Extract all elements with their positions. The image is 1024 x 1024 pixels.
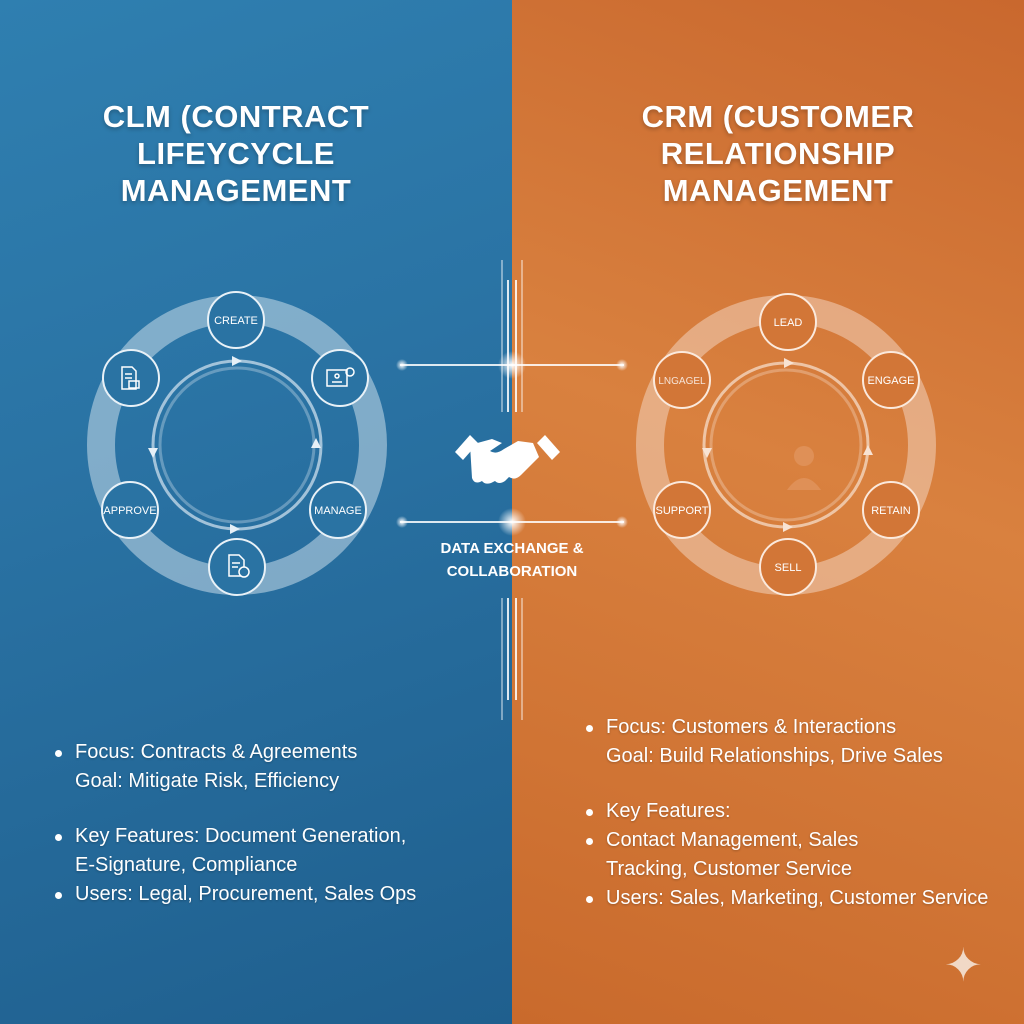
bullet-item: Key Features: <box>586 797 988 826</box>
bullet-item: Users: Legal, Procurement, Sales Ops <box>55 880 416 909</box>
cycle-node-sell[interactable]: SELL <box>759 538 817 596</box>
clm-panel <box>0 0 512 1024</box>
arrow-head-icon <box>702 448 712 458</box>
crm-bullet-list: Focus: Customers & Interactions Goal: Bu… <box>586 713 988 913</box>
cycle-node-engage[interactable]: ENGAGE <box>862 351 920 409</box>
bullet-item-continued: Goal: Mitigate Risk, Efficiency <box>75 770 340 792</box>
clm-title-line: CLM (CONTRACT <box>102 99 370 134</box>
crm-panel <box>512 0 1024 1024</box>
node-label: APPROVE <box>103 505 156 517</box>
cycle-node-retain[interactable]: RETAIN <box>862 481 920 539</box>
crm-title-line: CRM (CUSTOMER <box>641 99 915 134</box>
crm-title-line: RELATIONSHIP <box>660 136 896 171</box>
bullet-item: Focus: Customers & Interactions <box>586 713 988 742</box>
bullet-item: Contact Management, Sales <box>586 826 988 855</box>
center-label-line: COLLABORATION <box>446 563 578 580</box>
cycle-inner-ring <box>158 366 316 524</box>
cycle-arrow-ring <box>151 359 323 531</box>
glow-point <box>498 508 526 536</box>
clm-bullet-list: Focus: Contracts & Agreements Goal: Miti… <box>55 738 416 909</box>
bullet-item: Focus: Contracts & Agreements <box>55 738 416 767</box>
arrow-head-icon <box>863 445 873 455</box>
node-label: MANAGE <box>314 505 362 517</box>
node-label: CREATE <box>214 315 258 327</box>
bullet-item-continued: Tracking, Customer Service <box>606 858 852 880</box>
bullet-item: Key Features: Document Generation, <box>55 822 416 851</box>
glow-point <box>616 359 628 371</box>
sparkle-icon: ✦ <box>944 939 983 991</box>
clm-title: CLM (CONTRACT LIFEYCYCLE MANAGEMENT <box>0 98 492 209</box>
node-label: LNGAGEL <box>658 376 706 387</box>
cycle-node-create[interactable]: CREATE <box>207 291 265 349</box>
arrow-head-icon <box>232 356 242 366</box>
glow-point <box>396 516 408 528</box>
cycle-node-approve[interactable]: APPROVE <box>101 481 159 539</box>
cycle-node-signing[interactable] <box>311 349 369 407</box>
clm-cycle: CREATE MANAGE APPROVE <box>87 291 387 596</box>
clm-title-line: MANAGEMENT <box>120 173 352 208</box>
bullet-item-continued: Goal: Build Relationships, Drive Sales <box>606 745 943 767</box>
handshake-icon <box>455 435 560 484</box>
arrow-head-icon <box>784 358 794 368</box>
node-label: SUPPORT <box>656 505 709 517</box>
crm-title: CRM (CUSTOMER RELATIONSHIP MANAGEMENT <box>522 98 1024 209</box>
person-icon <box>787 446 821 490</box>
arrow-head-icon <box>148 448 158 458</box>
bullet-item: Users: Sales, Marketing, Customer Servic… <box>586 884 988 913</box>
cycle-node-invoice[interactable] <box>208 538 266 596</box>
node-label: ENGAGE <box>867 375 914 387</box>
center-label-line: DATA EXCHANGE & <box>440 540 584 557</box>
connector-lines <box>400 260 624 720</box>
arrow-head-icon <box>311 438 321 448</box>
cycle-node-document[interactable] <box>102 349 160 407</box>
arrow-head-icon <box>230 524 240 534</box>
crm-title-line: MANAGEMENT <box>662 173 894 208</box>
data-exchange-label: DATA EXCHANGE & COLLABORATION <box>412 537 612 583</box>
node-label: SELL <box>775 562 802 574</box>
document-form-icon <box>121 366 140 390</box>
glow-point <box>498 351 526 379</box>
cycle-arrow-ring <box>702 361 870 529</box>
clm-title-line: LIFEYCYCLE <box>137 136 335 171</box>
node-label: LEAD <box>774 317 803 329</box>
cycle-node-support[interactable]: SUPPORT <box>653 481 711 539</box>
glow-point <box>396 359 408 371</box>
cycle-node-lead[interactable]: LEAD <box>759 293 817 351</box>
bullet-item-continued: E-Signature, Compliance <box>75 854 298 876</box>
crm-cycle: LEAD ENGAGE RETAIN SELL SUPPORT LNGAGEL <box>636 293 936 596</box>
node-label: RETAIN <box>871 505 911 517</box>
cycle-node-garbled[interactable]: LNGAGEL <box>653 351 711 409</box>
invoice-document-icon <box>228 554 250 578</box>
glow-point <box>616 516 628 528</box>
cycle-node-manage[interactable]: MANAGE <box>309 481 367 539</box>
document-signing-icon <box>326 367 355 387</box>
arrow-head-icon <box>783 522 793 532</box>
cycle-inner-ring <box>709 368 863 522</box>
